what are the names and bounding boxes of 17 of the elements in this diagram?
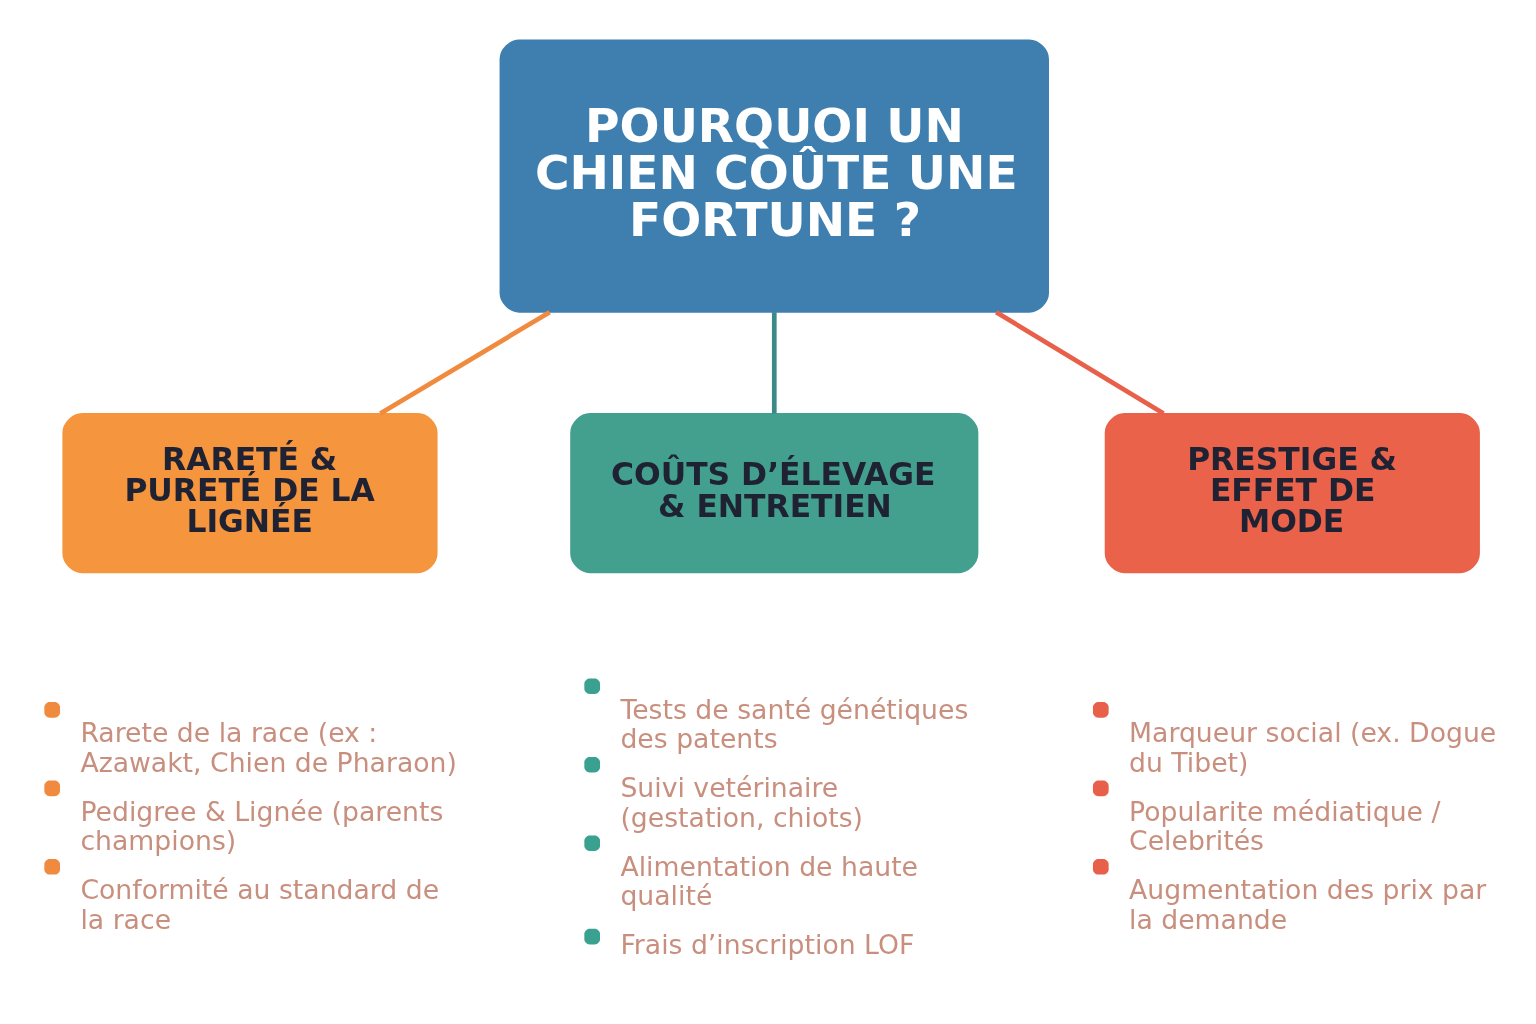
- node-label: Tests de santé génétiques des patents: [620, 693, 969, 755]
- node-label: Conformité au standard de la race: [80, 874, 440, 935]
- node-box: RARETÉ & PURETÉ DE LA LIGNÉE: [62, 413, 438, 574]
- node-label: Pedigree & Lignée (parents champions): [80, 795, 444, 857]
- node-label: Rarete de la race (ex : Azawakt, Chien de Pharaon): [80, 717, 457, 778]
- node-box: POURQUOI UN CHIEN COÛTE UNE FORTUNE ?: [499, 39, 1049, 313]
- node-label: Alimentation de haute qualité: [620, 850, 919, 912]
- node-box: COÛTS D’ÉLEVAGE & ENTRETIEN: [570, 413, 979, 574]
- connector: [771, 312, 777, 414]
- node-box: PRESTIGE & EFFET DE MODE: [1104, 413, 1480, 574]
- node-label: Marqueur social (ex. Dogue du Tibet): [1129, 717, 1497, 778]
- connector: [995, 310, 1165, 416]
- node-label: Popularite médiatique / Celebrités: [1129, 795, 1441, 857]
- node-label: Augmentation des prix par la demande: [1129, 874, 1487, 935]
- node-label: Suivi vetérinaire (gestation, chiots): [620, 772, 863, 833]
- connector: [379, 310, 551, 416]
- node-label: Frais d’inscription LOF: [620, 929, 915, 961]
